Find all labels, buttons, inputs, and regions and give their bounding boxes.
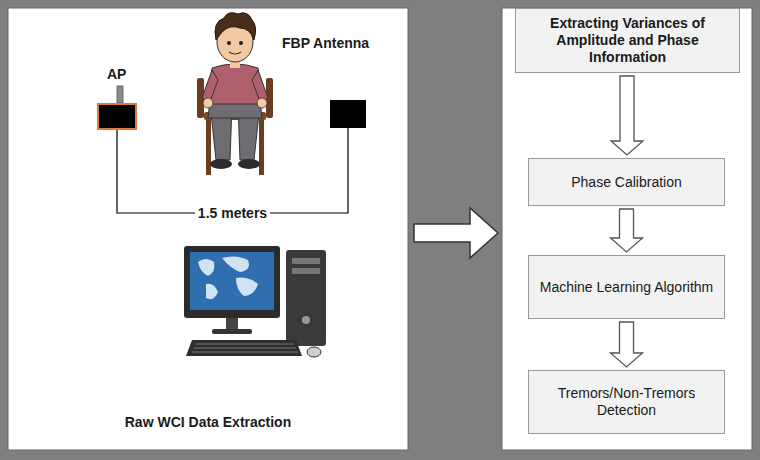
process-label: Phase Calibration	[571, 174, 682, 191]
panel-box: Raw WCI Data Extraction AP FBP Antenna	[8, 8, 408, 450]
flow-arrow	[611, 209, 643, 252]
antenna-box: FBP Antenna	[330, 100, 366, 128]
flow-arrow	[611, 76, 643, 155]
distance-label: 1.5 meters	[195, 205, 270, 221]
antenna-box: AP	[97, 103, 137, 130]
process-box: Phase Calibration	[528, 158, 725, 206]
antenna-label: FBP Antenna	[282, 35, 369, 52]
panel-title: Raw WCI Data Extraction	[8, 414, 408, 431]
process-label: Machine Learning Algorithm	[540, 279, 714, 296]
left-panel	[8, 8, 408, 450]
right-panel	[502, 8, 752, 450]
process-box: Machine Learning Algorithm	[528, 255, 725, 319]
antenna-label: AP	[107, 66, 126, 83]
process-label: Extracting Variances of Amplitude and Ph…	[524, 15, 731, 65]
computer-illustration	[184, 246, 326, 357]
process-box: Extracting Variances of Amplitude and Ph…	[515, 8, 740, 73]
cable-line	[117, 128, 348, 213]
antenna-stick	[117, 86, 123, 103]
process-box: Tremors/Non-Tremors Detection	[528, 370, 725, 434]
process-label: Tremors/Non-Tremors Detection	[537, 385, 716, 419]
flow-arrow	[414, 208, 498, 258]
person-illustration	[197, 13, 273, 175]
flow-arrow	[611, 322, 643, 367]
